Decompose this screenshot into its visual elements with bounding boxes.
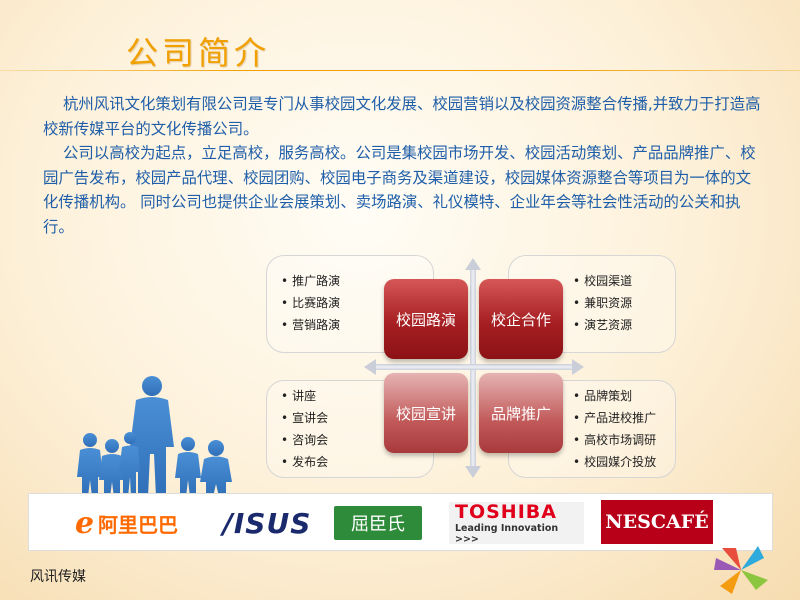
pinwheel-logo-icon (714, 546, 768, 594)
quadrant-campus-lecture: 校园宣讲 (384, 373, 468, 453)
watsons-logo: 屈臣氏 (334, 506, 422, 540)
alibaba-e-icon: ℯ (74, 505, 95, 541)
quadrant-school-enterprise: 校企合作 (479, 279, 563, 359)
list-item: 品牌策划 (573, 385, 656, 407)
footer-brand: 风讯传媒 (30, 569, 86, 585)
intro-text: 杭州风讯文化策划有限公司是专门从事校园文化发展、校园营销以及校园资源整合传播,并… (43, 92, 763, 239)
partner-logo-strip: ℯ 阿里巴巴 /ISUS 屈臣氏 TOSHIBA Leading Innovat… (28, 493, 773, 551)
list-item: 咨询会 (281, 429, 328, 451)
arrow-down-icon (465, 466, 481, 478)
intro-paragraph-2: 公司以高校为起点，立足高校，服务高校。公司是集校园市场开发、校园活动策划、产品品… (43, 144, 756, 236)
list-item: 产品进校推广 (573, 407, 656, 429)
list-item: 兼职资源 (573, 292, 632, 314)
list-item: 演艺资源 (573, 314, 632, 336)
slide-title: 公司简介 (126, 34, 271, 72)
list-item: 比赛路演 (281, 292, 340, 314)
list-item: 宣讲会 (281, 407, 328, 429)
people-silhouette-icon (77, 376, 232, 497)
list-item: 高校市场调研 (573, 429, 656, 451)
arrow-left-icon (364, 359, 376, 375)
list-item: 发布会 (281, 451, 328, 473)
toshiba-logo: TOSHIBA Leading Innovation >>> (449, 500, 584, 545)
nescafe-logo: NESCAFÉ (601, 500, 713, 544)
toshiba-tagline: Leading Innovation >>> (455, 522, 559, 545)
list-item: 营销路演 (281, 314, 340, 336)
arrow-up-icon (465, 258, 481, 270)
quadrant-brand-promotion: 品牌推广 (479, 373, 563, 453)
list-item: 校园媒介投放 (573, 451, 656, 473)
toshiba-logo-text: TOSHIBA (455, 500, 557, 523)
list-item: 校园渠道 (573, 270, 632, 292)
title-divider (0, 70, 800, 71)
asus-logo: /ISUS (222, 506, 312, 540)
alibaba-logo: ℯ 阿里巴巴 (59, 502, 194, 544)
arrow-right-icon (572, 359, 584, 375)
list-item: 推广路演 (281, 270, 340, 292)
alibaba-logo-text: 阿里巴巴 (98, 512, 179, 537)
list-item: 讲座 (281, 385, 328, 407)
intro-paragraph-1: 杭州风讯文化策划有限公司是专门从事校园文化发展、校园营销以及校园资源整合传播,并… (43, 95, 761, 138)
quadrant-campus-roadshow: 校园路演 (384, 279, 468, 359)
horizontal-axis (374, 364, 574, 370)
